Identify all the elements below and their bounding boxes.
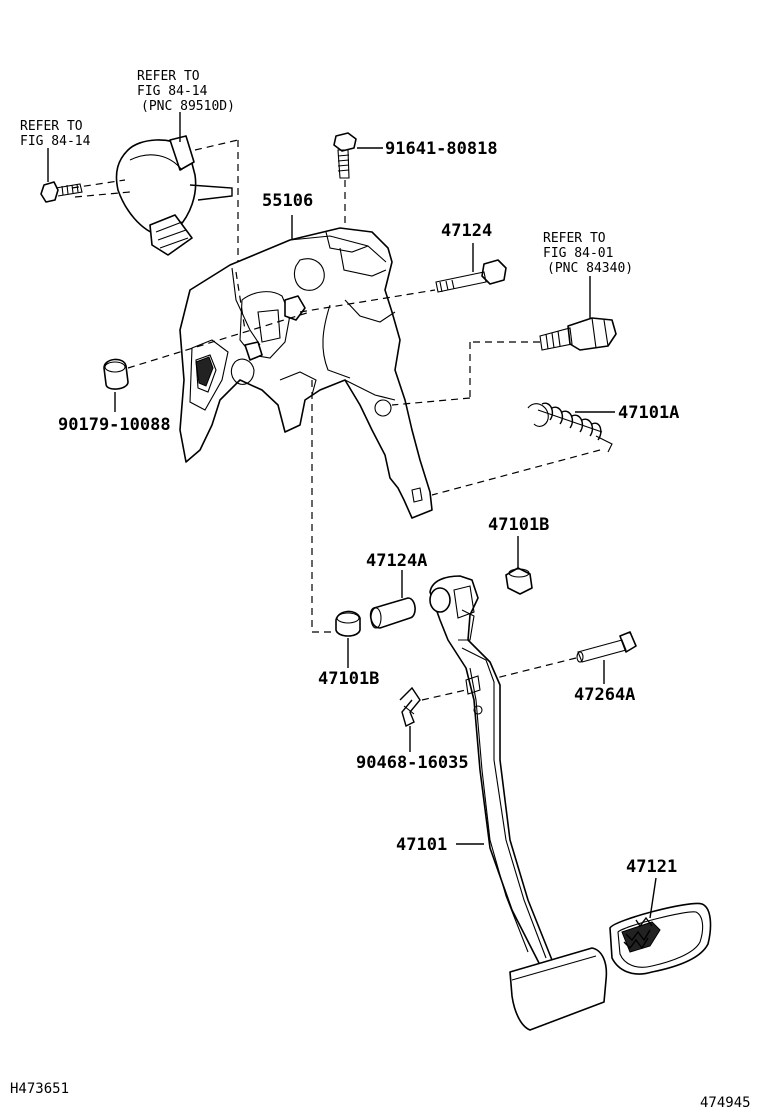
return-spring [527,402,613,453]
label-47101B-lower: 47101B [318,669,379,689]
nut-90179 [103,358,129,390]
sensor-ref-line1: REFER TO [137,69,200,84]
nut-47101B-lower [335,610,361,637]
pin-47264A [576,631,637,663]
label-91641-80818: 91641-80818 [385,139,498,159]
label-47124A: 47124A [366,551,427,571]
label-90179-10088: 90179-10088 [58,415,171,435]
switch-ref-line2: FIG 84-01 [543,246,613,261]
pedal-pad [609,902,712,975]
sensor-ref-line3: (PNC 89510D) [141,99,235,114]
sensor-ref-line2: FIG 84-14 [137,84,208,99]
bushing-47124A [369,597,416,629]
bolt-ref-line2: FIG 84-14 [20,134,91,149]
nut-47101B-upper [505,567,533,595]
bolt-47124 [435,259,507,293]
label-47101: 47101 [396,835,447,855]
footer-left-code: H473651 [10,1081,69,1097]
clip-90468 [399,686,421,728]
label-47264A: 47264A [574,685,635,705]
brake-pedal-arm [429,575,608,1031]
label-47101B-upper: 47101B [488,515,549,535]
label-55106: 55106 [262,191,313,211]
pedal-position-sensor [115,135,233,256]
stop-lamp-switch [539,317,617,351]
label-90468-16035: 90468-16035 [356,753,469,773]
switch-ref-line3: (PNC 84340) [547,261,633,276]
sensor-bolt [40,181,83,203]
footer-right-code: 474945 [700,1095,751,1111]
bolt-ref-line1: REFER TO [20,119,83,134]
switch-ref-line1: REFER TO [543,231,606,246]
pedal-bracket [179,227,433,519]
bolt-91641 [333,132,357,179]
label-47101A: 47101A [618,403,679,423]
label-47124: 47124 [441,221,492,241]
label-47121: 47121 [626,857,677,877]
